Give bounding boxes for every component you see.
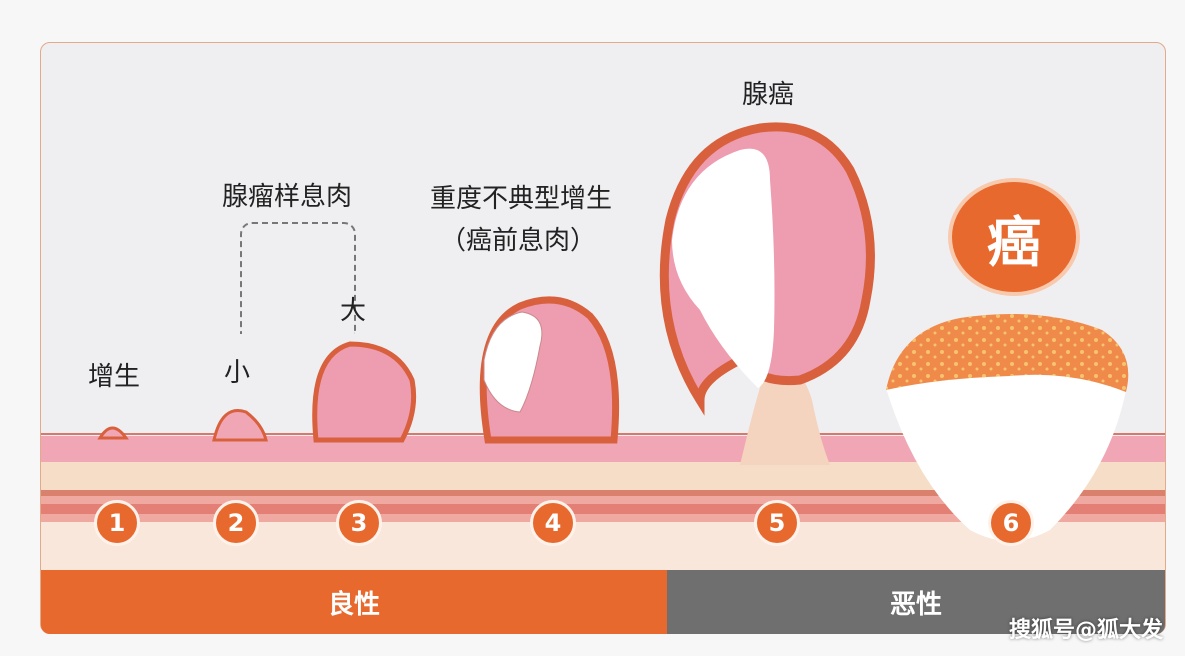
polyp-3 — [312, 341, 417, 443]
polyp-5-stalk — [740, 360, 830, 465]
label-large: 大 — [340, 296, 367, 326]
polyp-1 — [97, 426, 129, 440]
stage-number-5: 5 — [754, 500, 800, 546]
layer-line-2 — [41, 496, 1165, 504]
layer-line-1 — [41, 490, 1165, 496]
malignant-bar: 恶性 — [667, 570, 1165, 634]
polyp-2 — [212, 409, 268, 442]
label-precancerous-polyp: （癌前息肉） — [440, 226, 597, 256]
stage-number-1: 1 — [94, 500, 140, 546]
label-adenomatous-polyp: 腺瘤样息肉 — [222, 182, 353, 212]
benign-bar: 良性 — [41, 570, 667, 634]
stage-number-3: 3 — [336, 500, 382, 546]
polyp-5-white — [672, 148, 775, 388]
cancer-badge: 癌 — [948, 178, 1080, 296]
layer-line-4 — [41, 514, 1165, 522]
stage-number-2: 2 — [213, 500, 259, 546]
polyp-4-white — [483, 311, 543, 413]
label-adenocarcinoma: 腺癌 — [742, 80, 795, 110]
watermark: 搜狐号@狐大发 — [1008, 618, 1163, 643]
label-hyperplasia: 增生 — [88, 362, 141, 392]
layer-line-3 — [41, 504, 1165, 514]
label-severe-dysplasia: 重度不典型增生 — [430, 184, 613, 214]
stage-number-6: 6 — [988, 500, 1034, 546]
stage-number-4: 4 — [530, 500, 576, 546]
label-small: 小 — [224, 358, 251, 388]
size-bracket — [240, 222, 356, 334]
